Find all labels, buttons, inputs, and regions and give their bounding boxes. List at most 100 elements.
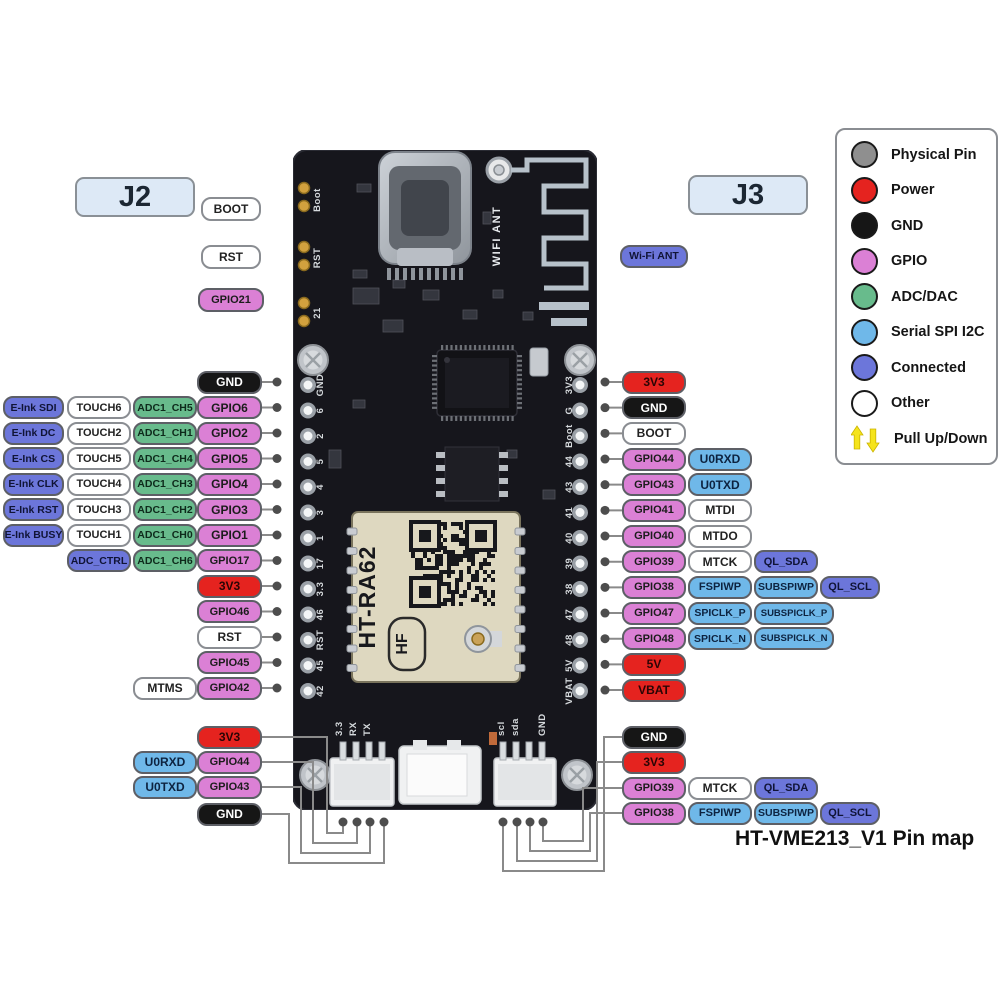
- pin-badge-adc1-ch5: ADC1_CH5: [133, 396, 197, 419]
- pin-badge-rst: RST: [201, 245, 261, 269]
- edge-pads: [297, 181, 311, 328]
- pin-number-label: VBAT: [564, 677, 575, 704]
- pin-badge-mtdi: MTDI: [688, 498, 752, 522]
- pin-number-label: 3.3: [315, 582, 326, 597]
- pcb-components: [328, 183, 556, 500]
- pin-number-label: 44: [564, 456, 575, 468]
- pin-badge-touch2: TOUCH2: [67, 421, 131, 445]
- pin-badge-gpio39: GPIO39: [622, 776, 686, 800]
- pin-badge-gpio43: GPIO43: [197, 775, 262, 799]
- screw: [297, 344, 329, 376]
- legend-item-power: Power: [851, 175, 996, 205]
- pin-badge-spiclk-n: SPICLK_N: [688, 627, 752, 651]
- legend-item-other: Other: [851, 388, 996, 418]
- pin-badge-touch1: TOUCH1: [67, 523, 131, 547]
- pin-badge-e-ink-clk: E-Ink CLK: [3, 472, 64, 496]
- pin-number-label: RST: [315, 630, 326, 651]
- pin-number-label: 1: [315, 535, 326, 541]
- pin-badge-rst: RST: [197, 625, 262, 649]
- pin-badge-adc1-ch2: ADC1_CH2: [133, 498, 197, 521]
- pin-badge-5v: 5V: [622, 652, 686, 676]
- pin-badge-fspiwp: FSPIWP: [688, 801, 752, 825]
- module-name-label: HT-RA62: [354, 546, 380, 649]
- header-j3: J3: [688, 175, 808, 215]
- usb-c-connector: [378, 151, 472, 280]
- pin-badge-gpio44: GPIO44: [622, 447, 686, 471]
- flash-chip: [436, 446, 508, 502]
- pin-badge-gpio1: GPIO1: [197, 523, 262, 547]
- pin-badge-gpio46: GPIO46: [197, 600, 262, 623]
- legend-label: GND: [891, 217, 924, 234]
- silk-i2c-scl: scl: [496, 721, 507, 736]
- pin-badge-e-ink-cs: E-Ink CS: [3, 447, 64, 470]
- pin-number-label: 42: [315, 685, 326, 697]
- legend-label: Power: [891, 182, 935, 198]
- pin-number-label: 38: [564, 583, 575, 595]
- screw: [561, 759, 593, 791]
- ufl-connector-icon: [485, 156, 513, 184]
- pin-badge-gpio5: GPIO5: [197, 447, 262, 470]
- pin-badge-adc1-ch3: ADC1_CH3: [133, 472, 197, 496]
- pin-badge-u0txd: U0TXD: [133, 775, 197, 799]
- pin-badge-mtck: MTCK: [688, 550, 752, 574]
- i2c-connector: [493, 757, 557, 807]
- legend-item-pull: Pull Up/Down: [851, 424, 996, 454]
- radio-module: HT-RA62 HF: [346, 511, 526, 683]
- pin-number-label: 45: [315, 660, 326, 672]
- pin-badge-gpio47: GPIO47: [622, 601, 686, 625]
- pin-number-label: 47: [564, 609, 575, 621]
- uart-connector: [329, 757, 395, 807]
- pin-badge-ql-scl: QL_SCL: [820, 801, 880, 825]
- pin-badge-ql-sda: QL_SDA: [754, 550, 818, 574]
- pin-badge-u0txd: U0TXD: [688, 473, 752, 497]
- pin-badge-adc1-ch0: ADC1_CH0: [133, 523, 197, 547]
- pin-number-label: G: [564, 407, 575, 415]
- legend-item-physical: Physical Pin: [851, 140, 996, 170]
- pin-number-label: GND: [315, 374, 326, 397]
- pin-badge-gpio39: GPIO39: [622, 550, 686, 574]
- pin-badge-boot: BOOT: [201, 197, 261, 221]
- pin-badge-u0rxd: U0RXD: [688, 447, 752, 471]
- pin-badge-subspiclk-n: SUBSPICLK_N: [754, 627, 834, 651]
- pin-badge-3v3: 3V3: [197, 725, 262, 749]
- pcb-board: WIFI ANT Boot RST 21 HT-RA62: [293, 150, 597, 810]
- pin-number-label: 5: [315, 458, 326, 464]
- pin-badge-gpio48: GPIO48: [622, 627, 686, 651]
- pin-badge-gpio21: GPIO21: [198, 288, 264, 312]
- pin-badge-mtdo: MTDO: [688, 524, 752, 548]
- pin-badge-gpio17: GPIO17: [197, 549, 262, 572]
- pin-badge-mtck: MTCK: [688, 776, 752, 800]
- legend-swatch-gpio: [851, 247, 878, 275]
- pin-badge-gpio2: GPIO2: [197, 421, 262, 445]
- legend-item-adc: ADC/DAC: [851, 282, 996, 312]
- pin-badge-gpio4: GPIO4: [197, 472, 262, 496]
- pin-badge-subspiclk-p: SUBSPICLK_P: [754, 601, 834, 625]
- pin-badge-ql-scl: QL_SCL: [820, 575, 880, 599]
- legend-label: Pull Up/Down: [894, 430, 988, 447]
- legend-swatch-serial: [851, 318, 878, 346]
- pin-number-label: 3V3: [564, 376, 575, 394]
- legend-swatch-connected: [851, 354, 878, 381]
- legend-label: GPIO: [891, 253, 928, 269]
- pin-badge-adc1-ch6: ADC1_CH6: [133, 549, 197, 572]
- module-ufl-connector: [464, 625, 502, 653]
- legend-label: Other: [891, 395, 930, 411]
- silk-boot-label: Boot: [312, 188, 323, 212]
- pin-number-label: 2: [315, 433, 326, 439]
- pin-number-label: 39: [564, 558, 575, 570]
- pin-number-label: 3: [315, 510, 326, 516]
- module-logo-frame: [387, 616, 427, 672]
- pin-badge-3v3: 3V3: [622, 370, 686, 394]
- pin-badge-gpio42: GPIO42: [197, 676, 262, 700]
- pin-badge-touch4: TOUCH4: [67, 472, 131, 496]
- legend-item-gpio: GPIO: [851, 246, 996, 276]
- crystal: [529, 347, 549, 377]
- pin-badge-gpio38: GPIO38: [622, 575, 686, 599]
- silk-i2c-sda: sda: [510, 718, 521, 736]
- wifi-antenna-trace: [511, 157, 589, 326]
- pin-badge-u0rxd: U0RXD: [133, 750, 197, 774]
- pin-badge-gpio6: GPIO6: [197, 396, 262, 419]
- pin-badge-vbat: VBAT: [622, 678, 686, 702]
- pin-badge-fspiwp: FSPIWP: [688, 575, 752, 599]
